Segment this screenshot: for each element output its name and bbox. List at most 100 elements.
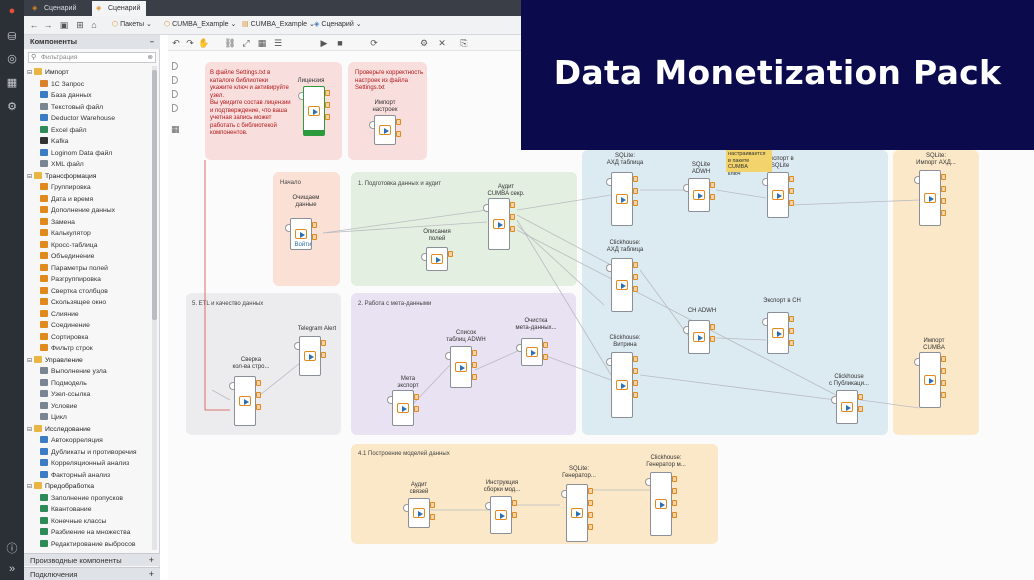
scenario-node[interactable] — [299, 336, 321, 376]
output-port[interactable] — [633, 200, 638, 206]
settings-icon[interactable]: ⚙ — [419, 38, 429, 48]
tree-category[interactable]: ⊟Предобработка — [27, 481, 94, 493]
node-play-icon[interactable] — [616, 194, 628, 204]
input-port[interactable] — [762, 178, 767, 186]
input-port[interactable] — [516, 344, 521, 352]
output-port[interactable] — [472, 374, 477, 380]
port-icon[interactable] — [172, 90, 178, 98]
output-port[interactable] — [543, 354, 548, 360]
scenario-node[interactable] — [767, 172, 789, 218]
output-port[interactable] — [672, 488, 677, 494]
output-port[interactable] — [672, 500, 677, 506]
scenario-node[interactable] — [836, 390, 858, 424]
tree-item[interactable]: XML файл — [40, 159, 84, 171]
output-port[interactable] — [588, 524, 593, 530]
collapse-toggle-icon[interactable]: ⊟ — [27, 70, 33, 76]
scenario-node[interactable] — [234, 376, 256, 426]
output-port[interactable] — [941, 368, 946, 374]
calculator-icon[interactable]: ▦ — [6, 77, 18, 89]
node-play-icon[interactable] — [924, 375, 936, 385]
output-port[interactable] — [858, 394, 863, 400]
input-port[interactable] — [485, 502, 490, 510]
tree-item[interactable]: Дополнение данных — [40, 205, 115, 217]
output-port[interactable] — [789, 188, 794, 194]
users-icon[interactable]: ⚙ — [7, 101, 17, 113]
node-play-icon[interactable] — [693, 190, 705, 200]
output-port[interactable] — [321, 340, 326, 346]
output-port[interactable] — [414, 406, 419, 412]
collapse-toggle-icon[interactable]: ⊟ — [27, 484, 33, 490]
output-port[interactable] — [588, 488, 593, 494]
tree-item[interactable]: Loginom Data файл — [40, 148, 112, 160]
scenario-node[interactable] — [490, 496, 512, 534]
output-port[interactable] — [472, 362, 477, 368]
scenario-node[interactable] — [450, 346, 472, 388]
output-port[interactable] — [633, 380, 638, 386]
node-play-icon[interactable] — [413, 508, 425, 518]
scenario-node[interactable] — [408, 498, 430, 528]
output-port[interactable] — [633, 286, 638, 292]
scenario-node[interactable] — [303, 86, 325, 136]
input-port[interactable] — [421, 253, 426, 261]
input-port[interactable] — [403, 504, 408, 512]
node-play-icon[interactable] — [772, 190, 784, 200]
output-port[interactable] — [672, 512, 677, 518]
home-icon[interactable]: ⌂ — [91, 20, 97, 30]
tree-category[interactable]: ⊟Трансформация — [27, 171, 96, 183]
undo-icon[interactable]: ↶ — [172, 38, 180, 48]
redo-icon[interactable]: ↷ — [186, 38, 194, 48]
tree-item[interactable]: Редактирование выбросов — [40, 539, 135, 551]
output-port[interactable] — [510, 226, 515, 232]
output-port[interactable] — [256, 380, 261, 386]
input-port[interactable] — [369, 121, 374, 129]
tree-item[interactable]: Дубликаты и противоречия — [40, 447, 137, 459]
tree-item[interactable]: Соединение — [40, 320, 90, 332]
output-port[interactable] — [396, 119, 401, 125]
tree-item[interactable]: Узел-ссылка — [40, 389, 90, 401]
port-icon[interactable] — [172, 76, 178, 84]
back-icon[interactable]: ← — [29, 20, 39, 30]
output-port[interactable] — [789, 200, 794, 206]
output-port[interactable] — [633, 176, 638, 182]
output-port[interactable] — [325, 102, 330, 108]
port-icon[interactable] — [172, 62, 178, 70]
scenario-node[interactable] — [426, 247, 448, 271]
output-port[interactable] — [941, 198, 946, 204]
connections-bar[interactable]: Подключения+ — [24, 567, 160, 580]
input-port[interactable] — [229, 382, 234, 390]
input-port[interactable] — [606, 358, 611, 366]
align-icon[interactable]: ☰ — [273, 38, 283, 48]
input-port[interactable] — [683, 326, 688, 334]
input-port[interactable] — [483, 204, 488, 212]
tree-item[interactable]: Разгруппировка — [40, 274, 101, 286]
output-port[interactable] — [414, 394, 419, 400]
breadcrumb-item[interactable]: ⬡Пакеты ⌄ — [112, 21, 152, 28]
node-play-icon[interactable] — [526, 347, 538, 357]
scenario-node[interactable] — [650, 472, 672, 536]
tree-item[interactable]: Группировка — [40, 182, 91, 194]
scenario-node[interactable] — [919, 352, 941, 408]
scenario-node[interactable] — [290, 218, 312, 250]
node-play-icon[interactable] — [455, 362, 467, 372]
scenario-node[interactable] — [566, 484, 588, 542]
output-port[interactable] — [512, 500, 517, 506]
output-port[interactable] — [321, 352, 326, 358]
output-port[interactable] — [588, 512, 593, 518]
output-port[interactable] — [325, 114, 330, 120]
collapse-icon[interactable]: – — [149, 37, 154, 46]
scenario-node[interactable] — [611, 352, 633, 418]
input-port[interactable] — [387, 396, 392, 404]
tree-item[interactable]: База данных — [40, 90, 92, 102]
tree-item[interactable]: Excel файл — [40, 125, 87, 137]
output-port[interactable] — [710, 194, 715, 200]
node-play-icon[interactable] — [295, 229, 307, 239]
tree-item[interactable]: Слияние — [40, 309, 79, 321]
scenario-node[interactable] — [521, 338, 543, 366]
scenario-node[interactable] — [611, 258, 633, 312]
output-port[interactable] — [941, 186, 946, 192]
scenario-node[interactable] — [488, 198, 510, 250]
tree-item[interactable]: Замена — [40, 217, 75, 229]
output-port[interactable] — [510, 202, 515, 208]
output-port[interactable] — [633, 356, 638, 362]
tree-item[interactable]: Конечные классы — [40, 516, 106, 528]
